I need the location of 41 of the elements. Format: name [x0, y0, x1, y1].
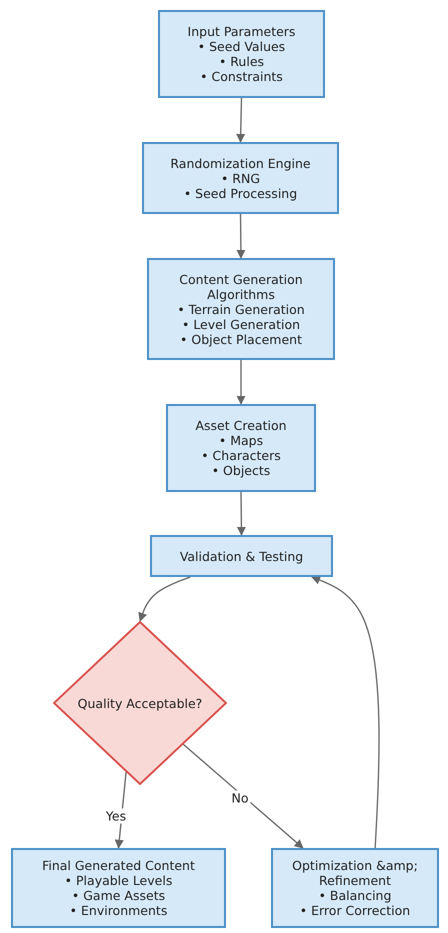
edge-label: No — [230, 790, 250, 806]
bullet-item: • Rules — [218, 54, 266, 69]
node-title: Validation & Testing — [178, 548, 304, 564]
bullet-item: • Objects — [210, 463, 272, 478]
bullet-item: • Error Correction — [298, 903, 412, 918]
bullet-item: • Balancing — [318, 888, 392, 903]
node-title: Randomization Engine — [169, 156, 312, 170]
process-box — [142, 142, 339, 214]
bullet-item: • Terrain Generation — [176, 302, 306, 316]
bullet-item: • Seed Values — [196, 39, 286, 54]
bullet-item: • Level Generation — [180, 316, 302, 332]
bullet-item: • Environments — [68, 903, 168, 918]
process-box — [150, 535, 333, 577]
arrow — [236, 492, 246, 536]
arrow — [236, 214, 246, 259]
bullet-item: • Object Placement — [179, 332, 303, 346]
process-box — [271, 848, 439, 928]
bullet-item: • Game Assets — [70, 888, 166, 903]
bullet-item: • Seed Processing — [182, 186, 298, 200]
process-box — [158, 10, 325, 98]
edge-label: Yes — [104, 808, 128, 824]
node-title: Asset Creation — [194, 418, 288, 433]
process-box — [147, 258, 335, 360]
node-title: Optimization &amp; Refinement — [291, 858, 419, 888]
arrow — [182, 744, 304, 849]
process-box — [11, 848, 226, 928]
node-title: Quality Acceptable? — [78, 696, 202, 710]
arrow — [236, 360, 246, 405]
bullet-item: • Playable Levels — [64, 873, 174, 888]
arrow — [311, 576, 380, 848]
node-title: Final Generated Content — [41, 858, 196, 873]
decision-diamond — [53, 621, 227, 785]
process-box — [166, 404, 316, 492]
node-title: Content Generation Algorithms — [178, 272, 304, 302]
bullet-item: • Characters — [200, 448, 282, 463]
bullet-item: • Maps — [218, 433, 264, 448]
bullet-item: • Constraints — [199, 69, 284, 84]
node-title: Input Parameters — [186, 24, 296, 39]
arrow — [138, 576, 190, 622]
arrow — [236, 98, 246, 143]
bullet-item: • RNG — [220, 170, 262, 186]
